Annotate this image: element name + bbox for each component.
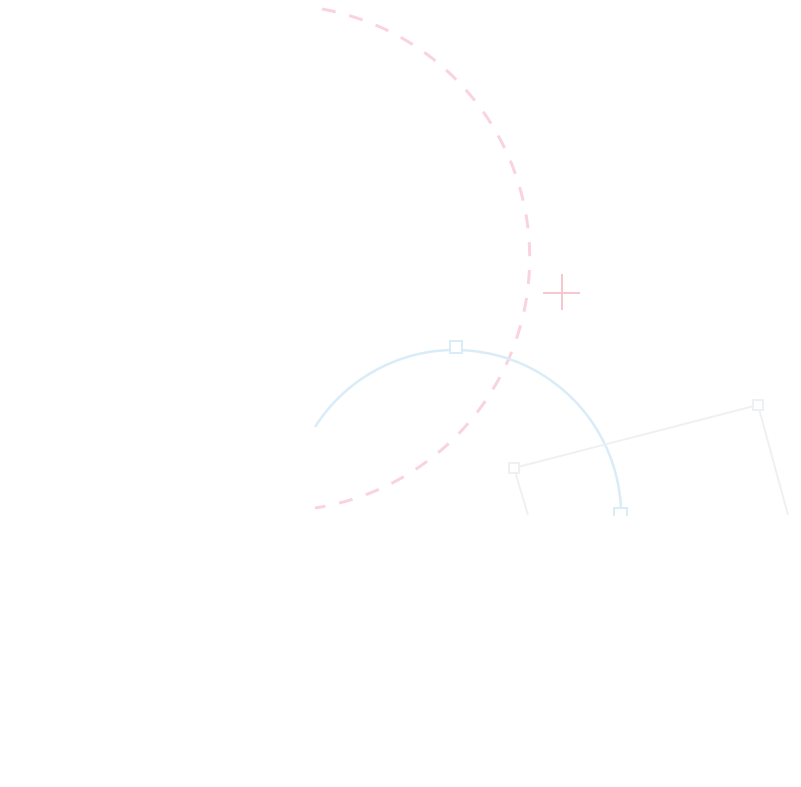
left-corner-handle[interactable] xyxy=(508,462,520,474)
crosshair-icon xyxy=(543,274,580,310)
right-corner-handle[interactable] xyxy=(752,399,764,411)
shape-outline[interactable] xyxy=(512,403,789,516)
arc-end-handle[interactable] xyxy=(613,507,628,516)
rotation-arc[interactable] xyxy=(313,348,623,510)
dashed-guide-circle[interactable] xyxy=(314,7,532,510)
arc-top-handle[interactable] xyxy=(449,340,463,354)
